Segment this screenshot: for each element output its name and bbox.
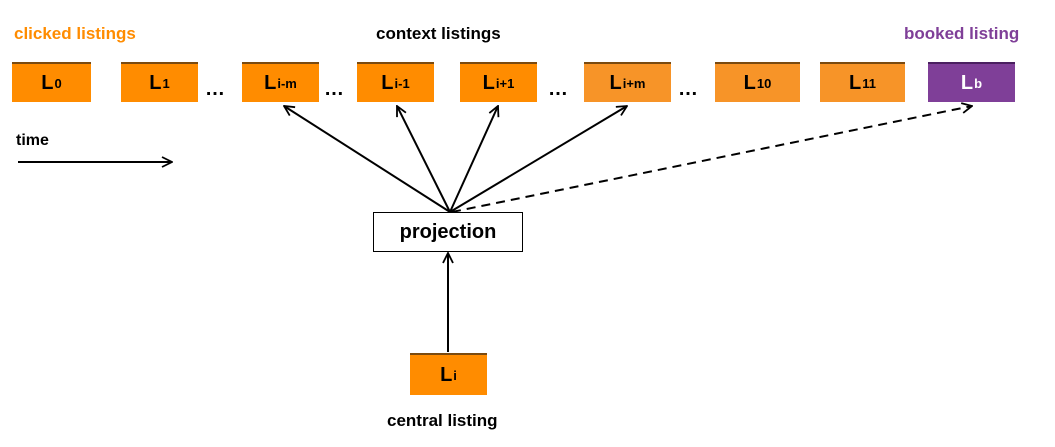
- listing-l1-sub: 1: [162, 75, 170, 91]
- listing-l10-sub: 10: [756, 75, 772, 91]
- listing-l-i-plus-m-sub: i+m: [622, 75, 646, 91]
- arrow-to-l-i-minus-1: [397, 106, 451, 213]
- listing-l-i-plus-1-letter: L: [482, 71, 495, 94]
- listing-l0-letter: L: [41, 71, 54, 94]
- listing-l11-sub: 11: [862, 75, 876, 91]
- listing-l0-sub: 0: [54, 75, 62, 91]
- listing-l-i-m-letter: L: [264, 71, 277, 94]
- arrow-to-l-i-plus-1: [449, 106, 498, 213]
- listing-l-i-m-sub: i-m: [277, 75, 297, 91]
- listing-l11-letter: L: [849, 71, 862, 94]
- arrow-to-l-i-m: [284, 106, 451, 213]
- listing-l-b-letter: L: [960, 71, 974, 94]
- ellipsis-2: …: [324, 78, 344, 100]
- dashed-arrow-to-l-b: [451, 106, 972, 213]
- listing-l1-letter: L: [149, 71, 162, 94]
- projection-box: projection: [373, 212, 523, 252]
- central-listing-label: central listing: [387, 411, 498, 430]
- listing-l-i-central-sub: i: [453, 367, 457, 383]
- listing-l-i-minus-1-letter: L: [381, 71, 394, 94]
- arrow-to-l-i-plus-m: [449, 106, 627, 213]
- ellipsis-4: …: [678, 78, 698, 100]
- listing-l-i-minus-1-sub: i-1: [394, 75, 410, 91]
- listing-l-b-sub: b: [974, 75, 983, 91]
- header-clicked-listings: clicked listings: [14, 24, 136, 43]
- listing-l10-letter: L: [743, 71, 756, 94]
- listing-l-i-plus-m-letter: L: [609, 71, 622, 94]
- listing-l-i-central-letter: L: [440, 363, 453, 386]
- projection-label: projection: [399, 220, 497, 243]
- header-context-listings: context listings: [376, 24, 501, 43]
- header-booked-listing: booked listing: [904, 24, 1020, 43]
- ellipsis-3: …: [548, 78, 568, 100]
- ellipsis-1: …: [205, 78, 225, 100]
- listing-l-i-plus-1-sub: i+1: [495, 75, 515, 91]
- time-label: time: [16, 132, 49, 149]
